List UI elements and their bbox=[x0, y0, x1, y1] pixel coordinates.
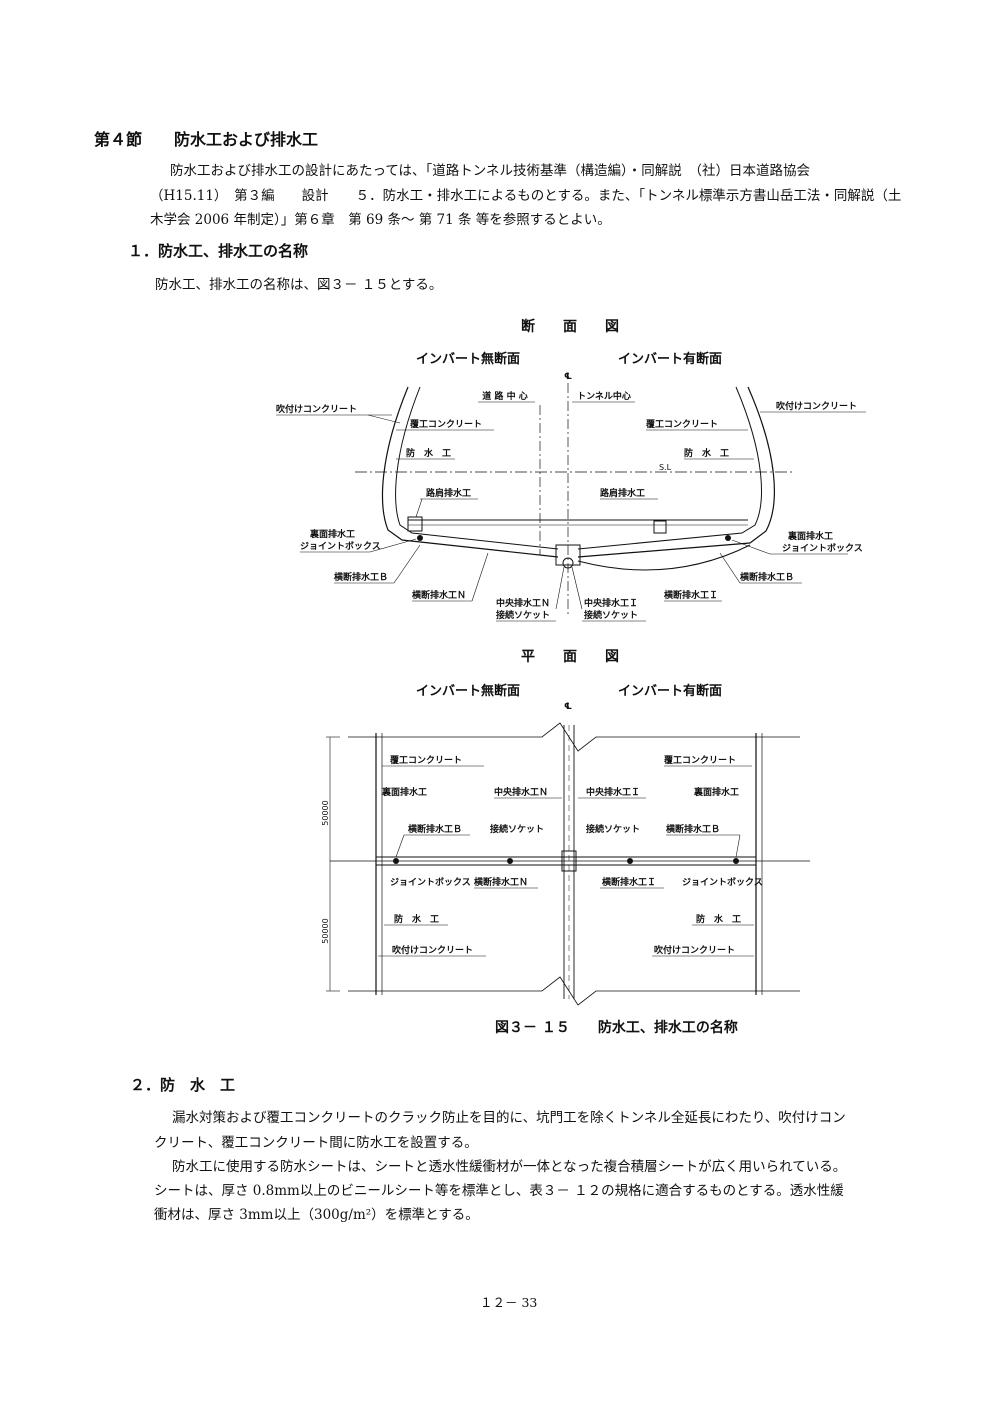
section-center-mark: ℄ bbox=[564, 372, 572, 382]
sec-left-shoulder-drain: 路肩排水工 bbox=[426, 487, 471, 499]
intro-line-2: （H15.11） 第３編 設計 ５．防水工・排水工によるものとする。また、「トン… bbox=[150, 188, 902, 204]
plan-center-mark: ℄ bbox=[564, 702, 572, 712]
left-lining-outer bbox=[381, 386, 559, 558]
sec-left-cross-drain-b: 横断排水工Ｂ bbox=[334, 571, 388, 583]
sub2-line-4: シートは、厚さ 0.8mm以上のビニールシート等を標準とし、表３－ １２の規格に… bbox=[154, 1183, 844, 1199]
right-lining-outer bbox=[577, 386, 775, 558]
sec-center-drain-i: 中央排水工Ｉ bbox=[584, 597, 638, 609]
intro-line-3: 木学会 2006 年制定）」第６章 第 69 条～ 第 71 条 等を参照すると… bbox=[150, 212, 611, 228]
sec-socket-right: 接続ソケット bbox=[584, 609, 638, 621]
section-right-header: インバート有断面 bbox=[618, 351, 722, 367]
plan-left-waterproof: 防 水 工 bbox=[394, 913, 439, 925]
road-center-label: 道 路 中 心 bbox=[482, 390, 527, 402]
sub2-line-1: 漏水対策および覆工コンクリートのクラック防止を目的に、坑門工を除くトンネル全延長… bbox=[172, 1110, 846, 1126]
subsection-1-text: 防水工、排水工の名称は、図３－ １５とする。 bbox=[155, 277, 443, 293]
section-view-title: 断 面 図 bbox=[521, 318, 619, 335]
center-drain-box bbox=[555, 544, 581, 566]
plan-dim-top: 50000 bbox=[321, 800, 330, 825]
sec-left-cross-drain-n: 横断排水工Ｎ bbox=[412, 589, 466, 601]
plan-dim-bottom: 50000 bbox=[321, 918, 330, 943]
plan-center-box bbox=[561, 850, 577, 872]
plan-right-joint-box: ジョイントボックス bbox=[682, 876, 763, 888]
sec-right-shotcrete: 吹付けコンクリート bbox=[776, 400, 857, 412]
invert-arc bbox=[577, 544, 751, 571]
section-heading: 第４節 防水工および排水工 bbox=[94, 130, 319, 149]
sub2-line-5: 衝材は、厚さ 3mm以上（300g/m²）を標準とする。 bbox=[154, 1207, 479, 1223]
plan-socket-right: 接続ソケット bbox=[586, 823, 640, 835]
left-lining-inner bbox=[395, 386, 559, 550]
sec-left-back-drain: 裏面排水工 bbox=[309, 528, 355, 540]
page-number: １２－ 33 bbox=[480, 1295, 538, 1310]
spring-line-label: S.L bbox=[659, 463, 672, 472]
sub2-line-3: 防水工に使用する防水シートは、シートと透水性緩衝材が一体となった複合積層シートが… bbox=[172, 1159, 847, 1175]
plan-socket-left: 接続ソケット bbox=[490, 823, 544, 835]
subsection-2-heading: ２．防 水 工 bbox=[130, 1076, 236, 1094]
sec-left-waterproof: 防 水 工 bbox=[406, 447, 451, 459]
figure-caption: 図３－ １５ 防水工、排水工の名称 bbox=[495, 1020, 738, 1036]
sec-right-waterproof: 防 水 工 bbox=[684, 447, 729, 459]
right-joint-box bbox=[725, 535, 731, 541]
plan-left-cross-drain-b: 横断排水工Ｂ bbox=[408, 823, 462, 835]
plan-left-cross-drain-n: 横断排水工Ｎ bbox=[474, 876, 528, 888]
plan-left-back-drain: 裏面排水工 bbox=[381, 786, 427, 798]
left-joint-box bbox=[417, 535, 423, 541]
plan-right-cross-drain-i: 横断排水工Ｉ bbox=[602, 876, 656, 888]
sec-left-lining: 覆工コンクリート bbox=[410, 418, 482, 430]
sub2-line-2: クリート、覆工コンクリート間に防水工を設置する。 bbox=[154, 1135, 478, 1151]
plan-left-joint-box: ジョイントボックス bbox=[390, 876, 471, 888]
sec-socket-left: 接続ソケット bbox=[496, 609, 550, 621]
plan-left-lining: 覆工コンクリート bbox=[390, 754, 462, 766]
plan-right-header: インバート有断面 bbox=[618, 683, 722, 699]
tunnel-center-label: トンネル中心 bbox=[577, 390, 631, 402]
plan-view: 平 面 図 インバート無断面 インバート有断面 ℄ 50000 50000 覆 bbox=[321, 649, 810, 1006]
sec-right-lining: 覆工コンクリート bbox=[646, 418, 718, 430]
sec-right-shoulder-drain: 路肩排水工 bbox=[600, 487, 645, 499]
section-view: 断 面 図 インバート無断面 インバート有断面 ℄ 道 路 中 心 トンネル中心… bbox=[276, 318, 866, 622]
sec-right-cross-drain-i: 横断排水工Ｉ bbox=[664, 589, 718, 601]
plan-right-back-drain: 裏面排水工 bbox=[693, 786, 739, 798]
plan-view-title: 平 面 図 bbox=[521, 649, 619, 665]
sec-right-back-drain: 裏面排水工 bbox=[787, 530, 833, 542]
sec-left-joint-box: ジョイントボックス bbox=[300, 540, 381, 552]
sec-left-shotcrete: 吹付けコンクリート bbox=[276, 403, 357, 415]
plan-center-drain-i: 中央排水工Ｉ bbox=[586, 786, 640, 798]
subsection-1-heading: １．防水工、排水工の名称 bbox=[128, 242, 309, 260]
figure-3-15: 断 面 図 インバート無断面 インバート有断面 ℄ 道 路 中 心 トンネル中心… bbox=[276, 318, 866, 1006]
right-lining-inner bbox=[577, 386, 762, 550]
intro-line-1: 防水工および排水工の設計にあたっては、「道路トンネル技術基準（構造編）・同解説 … bbox=[170, 163, 811, 179]
sec-center-drain-n: 中央排水工Ｎ bbox=[496, 597, 550, 609]
plan-left-shotcrete: 吹付けコンクリート bbox=[392, 944, 473, 956]
left-shoulder-drain bbox=[407, 516, 423, 532]
plan-right-waterproof: 防 水 工 bbox=[696, 913, 741, 925]
right-shoulder-drain bbox=[653, 520, 667, 534]
plan-right-cross-drain-b: 横断排水工Ｂ bbox=[666, 823, 720, 835]
plan-left-header: インバート無断面 bbox=[416, 683, 520, 699]
center-drain-pipe bbox=[562, 557, 574, 569]
plan-right-lining: 覆工コンクリート bbox=[664, 754, 736, 766]
section-left-header: インバート無断面 bbox=[416, 351, 520, 367]
plan-center-drain-n: 中央排水工Ｎ bbox=[494, 786, 548, 798]
sec-right-joint-box: ジョイントボックス bbox=[782, 542, 863, 554]
plan-right-shotcrete: 吹付けコンクリート bbox=[654, 944, 735, 956]
sec-right-cross-drain-b: 横断排水工Ｂ bbox=[740, 571, 794, 583]
